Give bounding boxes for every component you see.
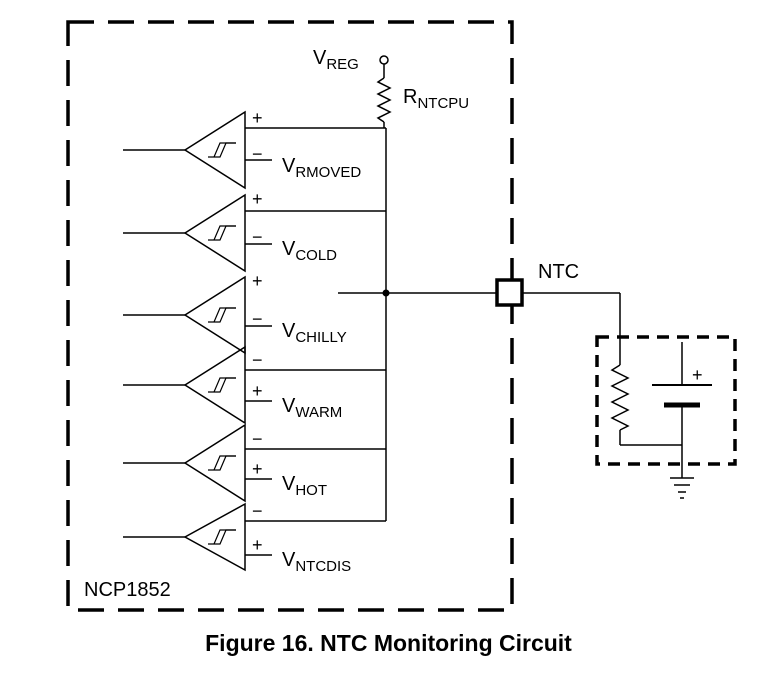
comparator-cold-ref-sub: COLD	[295, 247, 337, 264]
comparator-rmoved-bottom-sign: −	[252, 144, 263, 164]
comparator-hot-top-sign: −	[252, 429, 263, 449]
comparator-ntcdis-ref-sub: NTCDIS	[295, 558, 351, 575]
vreg-label: V	[313, 47, 327, 69]
thermistor	[610, 364, 682, 446]
svg-text:VWARM: VWARM	[282, 395, 342, 421]
comparator-taps	[245, 127, 386, 522]
hysteresis-icon	[208, 529, 236, 545]
comparator-rmoved: + − VRMOVED	[123, 108, 361, 190]
ntc-pin	[495, 278, 524, 307]
svg-text:VREG: VREG	[313, 47, 359, 73]
pullup-label: R	[403, 86, 417, 108]
svg-text:VCOLD: VCOLD	[282, 238, 337, 264]
comparator-cold-bottom-sign: −	[252, 227, 263, 247]
svg-text:VCHILLY: VCHILLY	[282, 320, 347, 346]
svg-text:VHOT: VHOT	[282, 473, 327, 499]
ground-icon	[670, 477, 694, 499]
ntc-monitoring-circuit-diagram: VREG RNTCPU + − VRMOVED	[66, 20, 737, 612]
vreg-supply: VREG	[313, 47, 389, 78]
comparator-ntcdis-bottom-sign: +	[252, 535, 263, 555]
vreg-terminal	[379, 55, 389, 65]
comparator-cold: + − VCOLD	[123, 189, 337, 273]
comparator-ntcdis: − + VNTCDIS	[123, 501, 351, 575]
comparator-cold-top-sign: +	[252, 189, 263, 209]
comparator-warm-ref-sub: WARM	[295, 404, 342, 421]
comparator-chilly-ref: V	[282, 320, 296, 342]
comparator-chilly: + − VCHILLY	[123, 271, 347, 355]
chip-name: NCP1852	[84, 579, 171, 601]
comparator-chilly-bottom-sign: −	[252, 309, 263, 329]
svg-text:RNTCPU: RNTCPU	[403, 86, 469, 112]
comparator-warm-ref: V	[282, 395, 296, 417]
comparator-rmoved-ref-sub: RMOVED	[295, 164, 361, 181]
battery-pack-boundary	[595, 335, 737, 466]
figure-caption: Figure 16. NTC Monitoring Circuit	[205, 630, 572, 656]
svg-text:VRMOVED: VRMOVED	[282, 155, 361, 181]
hysteresis-icon	[208, 225, 236, 241]
hysteresis-icon	[208, 307, 236, 323]
comparator-ntcdis-top-sign: −	[252, 501, 263, 521]
comparator-chilly-ref-sub: CHILLY	[295, 329, 346, 346]
comparator-rmoved-top-sign: +	[252, 108, 263, 128]
pullup-resistor: RNTCPU	[376, 77, 469, 128]
hysteresis-icon	[208, 377, 236, 393]
svg-text:VNTCDIS: VNTCDIS	[282, 549, 351, 575]
comparator-hot: − + VHOT	[123, 423, 327, 503]
comparator-warm-top-sign: −	[252, 350, 263, 370]
hysteresis-icon	[208, 142, 236, 158]
hysteresis-icon	[208, 455, 236, 471]
comparator-rmoved-ref: V	[282, 155, 296, 177]
comparator-hot-ref-sub: HOT	[295, 482, 327, 499]
comparator-warm-bottom-sign: +	[252, 381, 263, 401]
comparator-cold-ref: V	[282, 238, 296, 260]
ntc-pin-label: NTC	[538, 261, 579, 283]
battery-plus-sign: +	[692, 365, 703, 385]
comparator-hot-bottom-sign: +	[252, 459, 263, 479]
ic-boundary	[66, 20, 514, 612]
pullup-label-sub: NTCPU	[417, 95, 469, 112]
comparator-chilly-top-sign: +	[252, 271, 263, 291]
comparator-ntcdis-ref: V	[282, 549, 296, 571]
comparator-hot-ref: V	[282, 473, 296, 495]
comparator-warm: − + VWARM	[123, 345, 342, 425]
vreg-label-sub: REG	[326, 56, 359, 73]
battery-cell: +	[652, 342, 712, 478]
